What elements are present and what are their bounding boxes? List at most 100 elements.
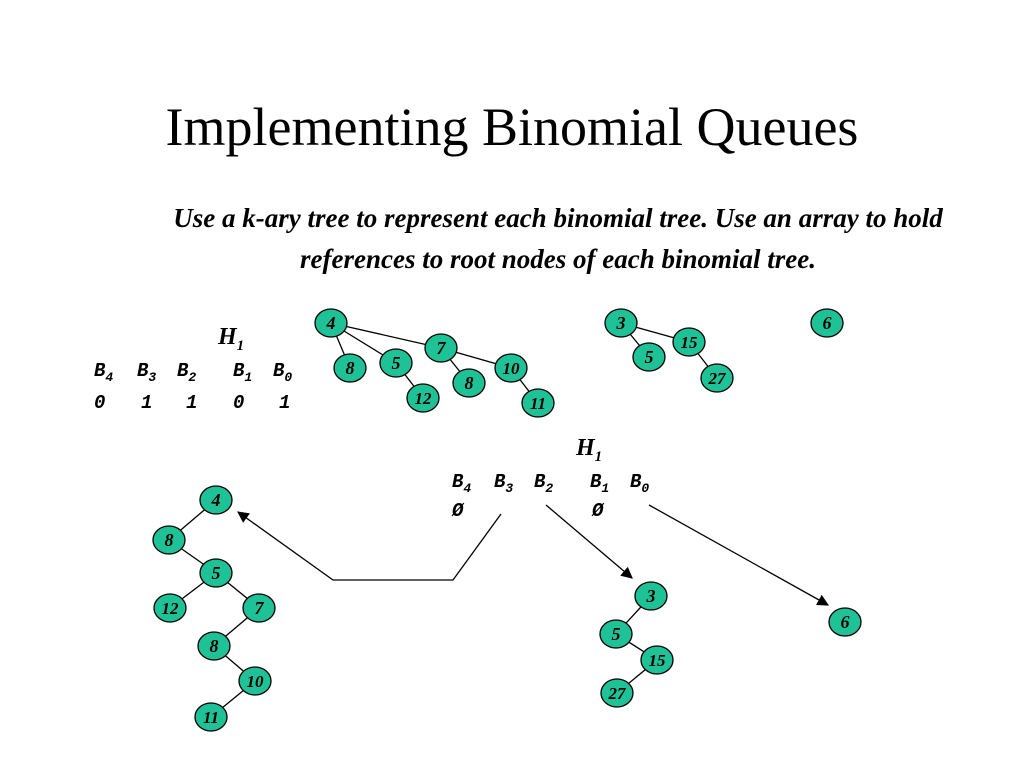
tree-node: 15 [640,645,674,675]
node-circle [194,702,228,732]
node-circle [333,353,367,383]
node-label: 7 [437,338,447,358]
node-label: 10 [503,359,521,378]
node-label: 5 [212,563,221,583]
node-label: 11 [530,394,546,413]
node-circle [238,666,272,696]
tree-node: 27 [700,363,734,393]
slide-title: Implementing Binomial Queues [165,97,859,157]
slot-value: 0 [94,392,106,414]
node-circle [199,485,233,515]
node-label: 27 [608,684,628,703]
tree-node: 10 [494,353,528,383]
tree-node: 7 [242,593,276,623]
tree-edges [168,322,718,718]
node-circle [634,581,668,611]
slot-value: 1 [186,392,198,414]
node-circle [632,342,666,372]
node-circle [406,383,440,413]
tree-node: 3 [634,581,668,611]
tree-node: 5 [632,342,666,372]
node-label: 7 [255,598,265,618]
tree-node: 8 [333,353,367,383]
node-circle [494,353,528,383]
slot-value: 0 [233,392,245,414]
node-label: 12 [162,599,180,618]
node-circle [640,645,674,675]
node-label: 6 [823,313,832,333]
tree-node: 12 [406,383,440,413]
node-circle [242,593,276,623]
node-label: 11 [203,708,219,727]
node-label: 5 [645,347,654,367]
slot-label: B0 [630,471,650,496]
slot-value: 1 [141,392,153,414]
node-circle [197,631,231,661]
node-circle [199,558,233,588]
slot-label: B2 [534,471,554,496]
b3-reference-arrow [237,511,502,581]
slot-label: B3 [494,471,514,496]
node-label: 4 [211,490,221,510]
slot-label: B1 [233,360,253,385]
node-label: 15 [681,333,699,352]
tree-node: 27 [600,678,634,708]
slot-null: Ø [452,500,464,522]
node-circle [379,348,413,378]
tree-node: 4 [199,485,233,515]
node-label: 3 [616,313,626,333]
node-circle [828,607,862,637]
node-circle [153,593,187,623]
tree-node: 7 [424,333,458,363]
tree-node: 8 [197,631,231,661]
tree-node: 5 [199,558,233,588]
node-circle [700,363,734,393]
node-label: 4 [326,313,336,333]
node-circle [521,388,555,418]
slot-label: B1 [590,471,610,496]
slot-label: B4 [94,360,114,385]
queue-bottom-label: H1 [576,435,603,465]
node-circle [314,308,348,338]
tree-node: 12 [153,593,187,623]
node-circle [672,327,706,357]
tree-node: 11 [194,702,228,732]
tree-edge [330,322,442,349]
b2-reference-arrow [545,504,633,579]
tree-node: 4 [314,308,348,338]
node-circle [599,619,633,649]
node-circle [152,525,186,555]
slot-label: B4 [452,471,472,496]
tree-node: 15 [672,327,706,357]
node-label: 8 [165,530,174,550]
slot-null: Ø [592,500,604,522]
queue-top-label: H1 [218,324,245,354]
tree-node: 6 [810,308,844,338]
slot-value: 1 [279,392,291,414]
tree-node: 8 [152,525,186,555]
node-circle [604,308,638,338]
tree-node: 8 [452,368,486,398]
node-circle [600,678,634,708]
node-label: 6 [841,612,850,632]
node-circle [424,333,458,363]
b0-reference-arrow [648,504,830,606]
slot-label: B3 [137,360,157,385]
node-label: 10 [247,672,265,691]
slot-label: B2 [177,360,197,385]
tree-node: 3 [604,308,638,338]
node-label: 8 [465,373,474,393]
slide-subtitle: Use a k-ary tree to represent each binom… [173,203,943,274]
node-label: 12 [415,389,433,408]
node-label: 8 [346,358,355,378]
tree-node: 10 [238,666,272,696]
node-label: 27 [708,369,728,388]
tree-node: 11 [521,388,555,418]
node-circle [810,308,844,338]
node-label: 5 [612,624,621,644]
tree-node: 5 [379,348,413,378]
tree-node: 6 [828,607,862,637]
slot-label: B0 [273,360,293,385]
